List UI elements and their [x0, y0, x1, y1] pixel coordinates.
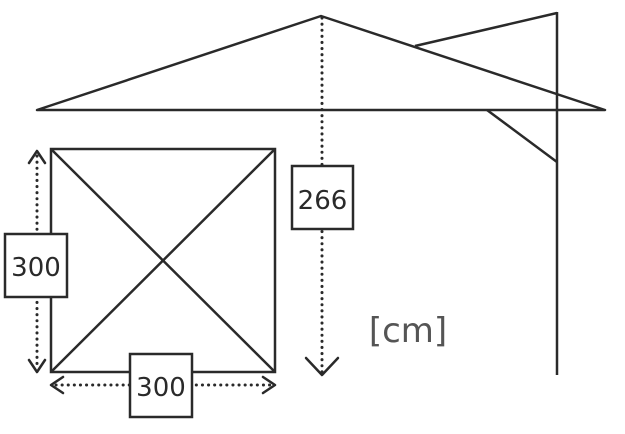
width-arrowhead-right: [261, 375, 277, 395]
canopy-ridge: [414, 11, 558, 48]
width-arrowhead-left: [49, 375, 65, 395]
depth-arrowhead-bottom: [27, 358, 47, 374]
height-label: 266: [298, 186, 348, 216]
canopy-top-view: [49, 147, 277, 374]
top-view-diagonal-b: [50, 148, 276, 373]
depth-dimension: 300: [3, 149, 69, 374]
height-label-box: [290, 164, 355, 231]
depth-label-box: [3, 232, 69, 299]
depth-label: 300: [11, 253, 61, 283]
width-label: 300: [136, 373, 186, 403]
height-dimension: 266: [290, 16, 355, 377]
depth-arrowhead-top: [27, 149, 47, 165]
height-arrowhead: [304, 356, 340, 377]
width-dimension: 300: [49, 352, 277, 419]
unit-label: [cm]: [369, 311, 447, 351]
support-strut: [486, 108, 558, 164]
width-label-box: [128, 352, 194, 419]
